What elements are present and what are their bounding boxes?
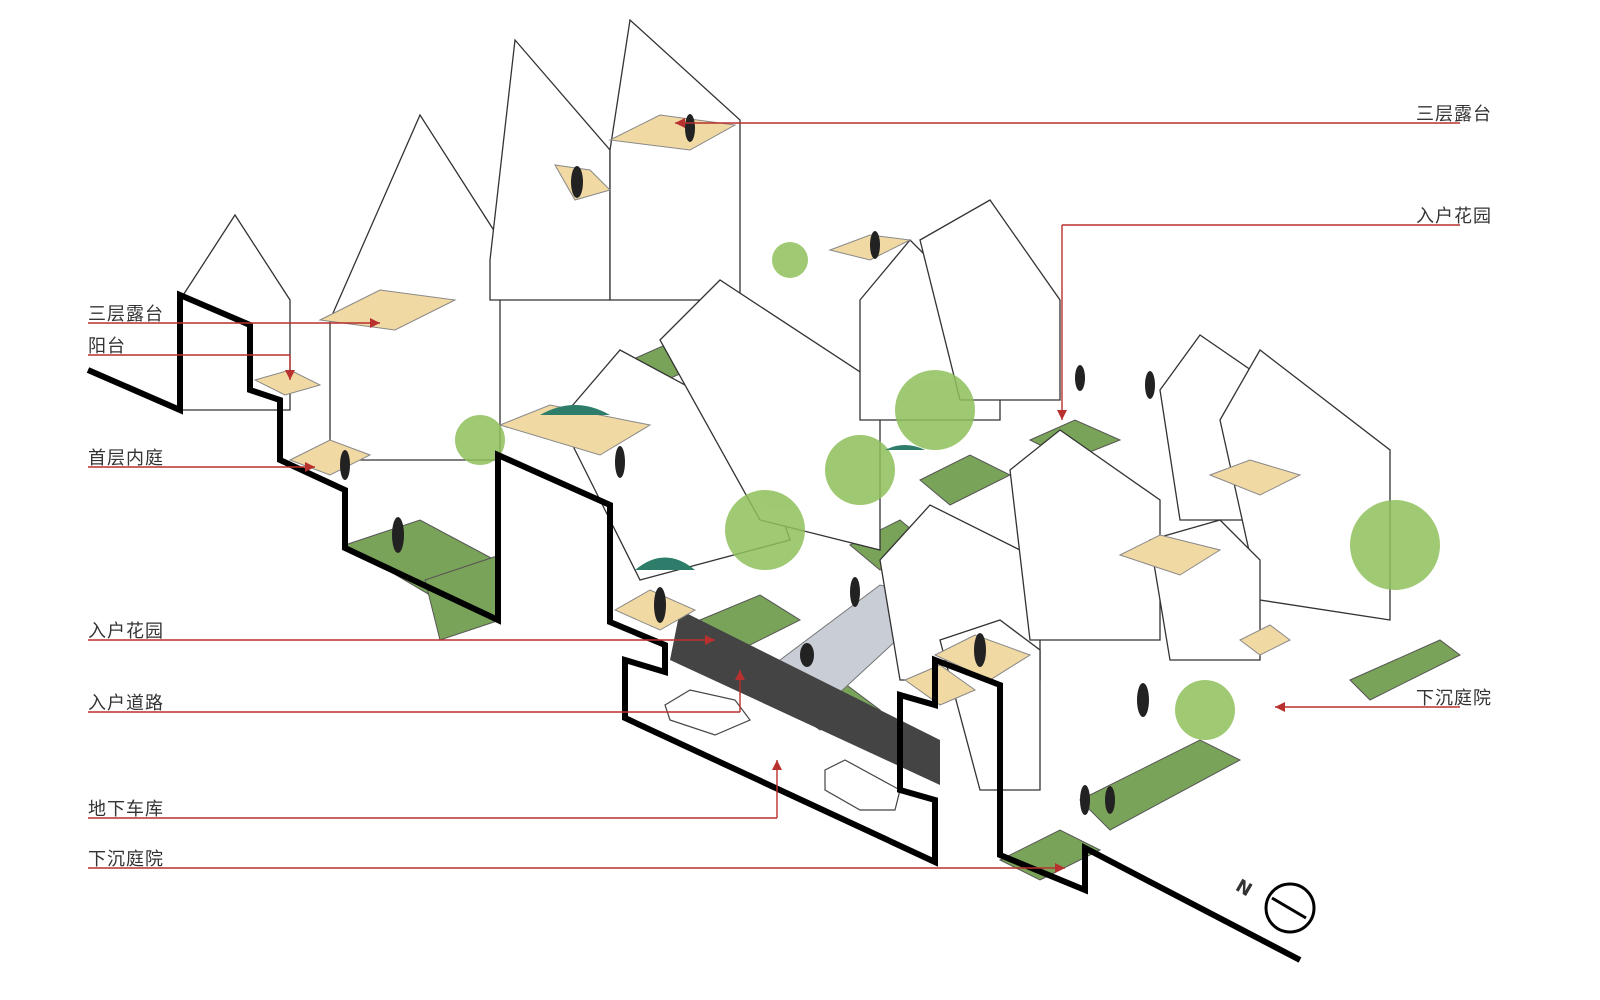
label-terrace-3f-left: 三层露台	[88, 304, 164, 325]
cars	[664, 689, 901, 811]
trees	[455, 242, 1440, 740]
houses	[179, 18, 1391, 791]
label-terrace-3f-right: 三层露台	[1416, 104, 1492, 125]
terraces	[253, 114, 1302, 706]
label-courtyard-1f-left: 首层内庭	[88, 448, 164, 469]
label-entry-road-left: 入户道路	[88, 693, 164, 714]
label-entry-garden-left: 入户花园	[88, 621, 164, 642]
north-arrow-icon	[1264, 882, 1316, 934]
label-sunken-yard-right: 下沉庭院	[1416, 688, 1492, 709]
people	[340, 114, 1155, 815]
umbrellas	[540, 405, 925, 570]
ramp	[670, 610, 940, 785]
label-entry-garden-right: 入户花园	[1416, 206, 1492, 227]
section-cut	[86, 290, 1302, 963]
label-balcony-left: 阳台	[88, 336, 126, 357]
label-underground-garage-left: 地下车库	[88, 799, 164, 820]
leader-arrowheads	[285, 118, 1285, 873]
label-sunken-yard-left: 下沉庭院	[88, 849, 164, 870]
